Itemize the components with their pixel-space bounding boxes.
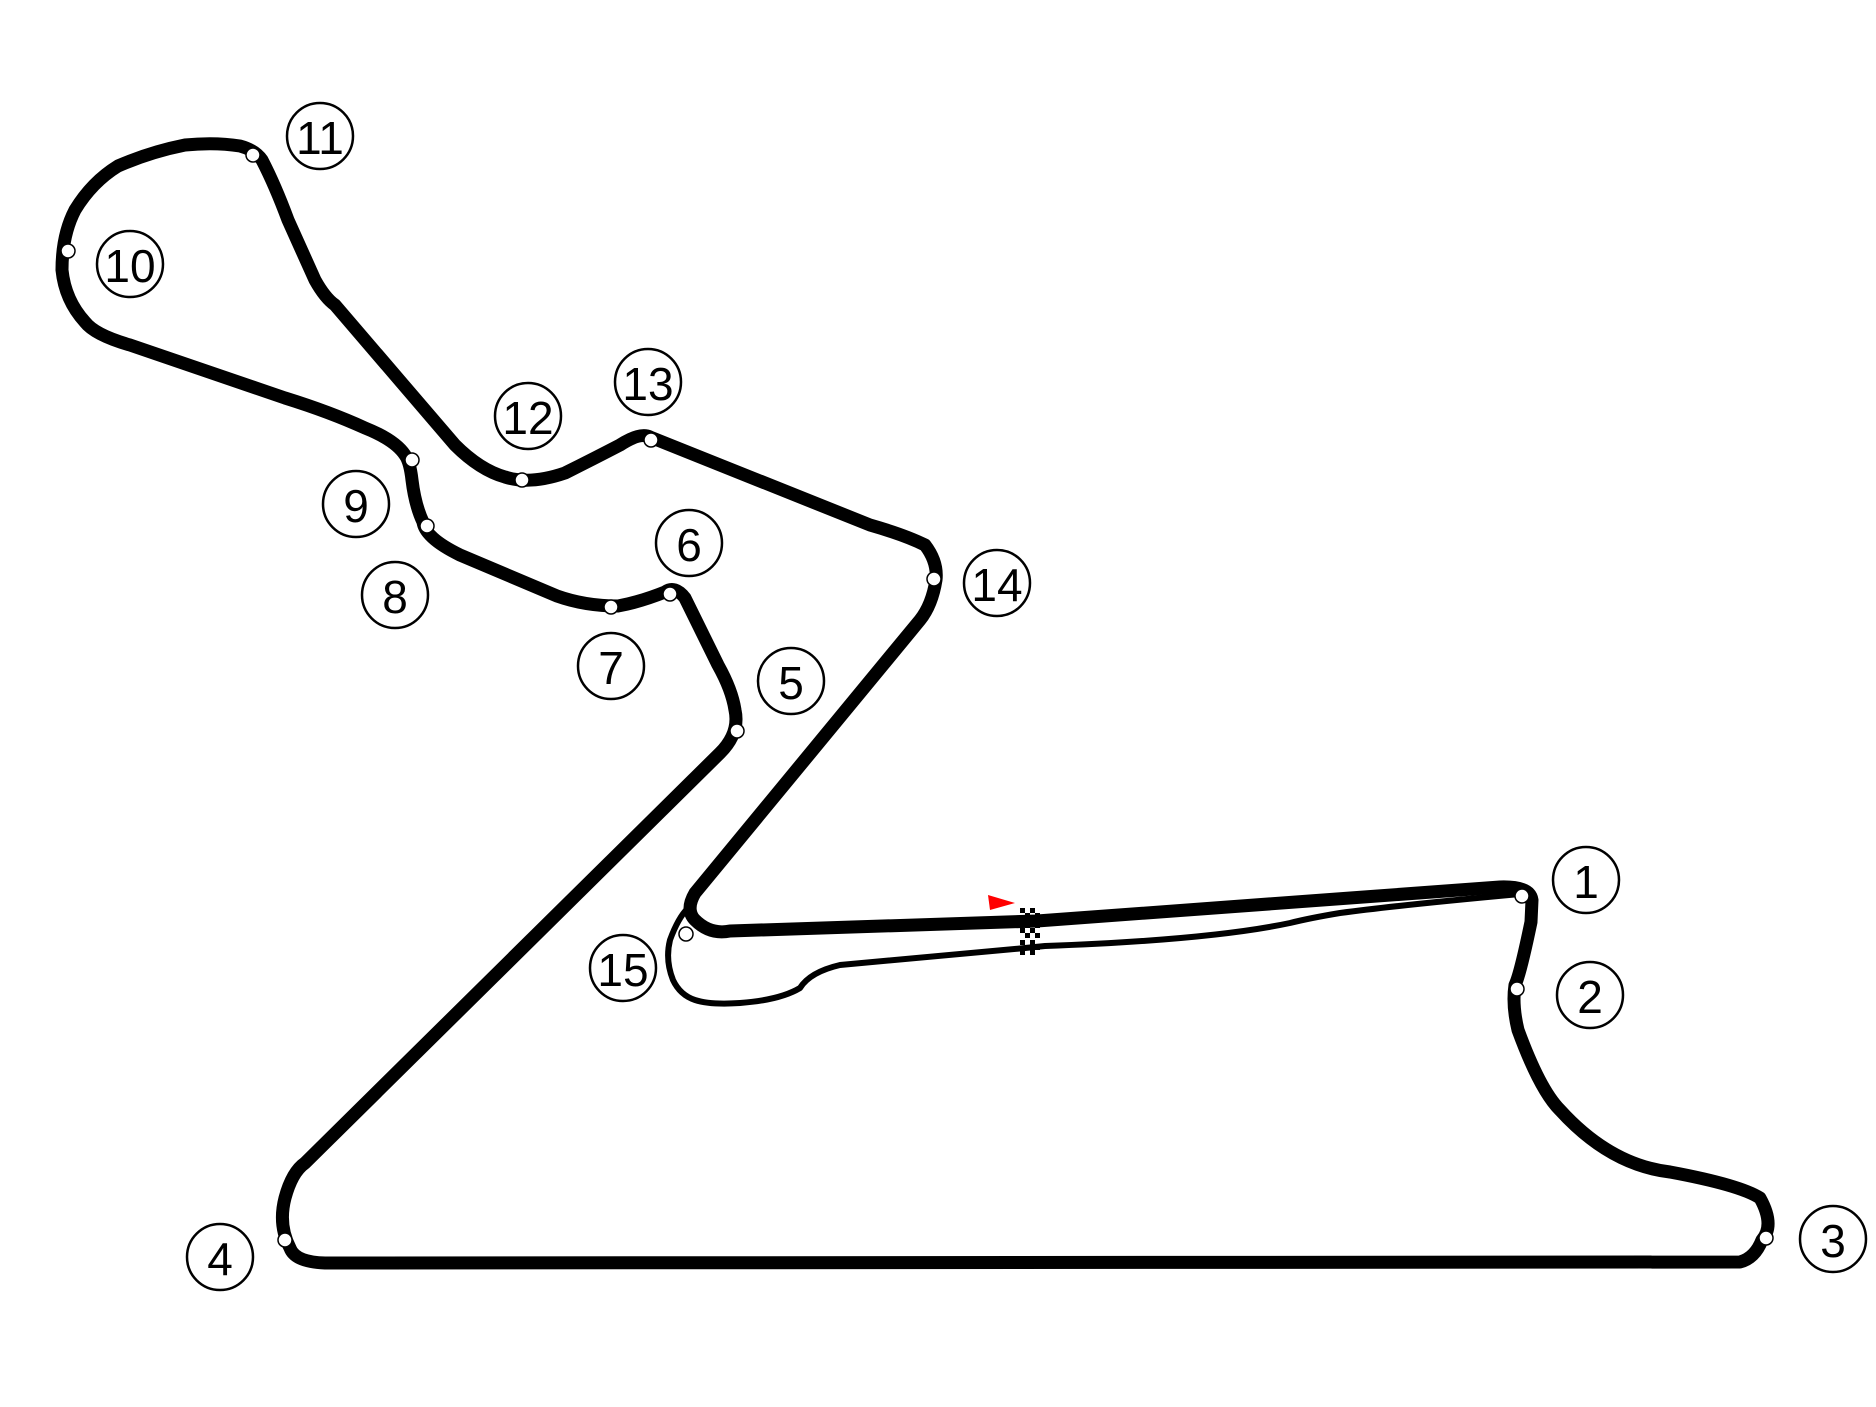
main-track	[55, 137, 1775, 1270]
corner-badge-circle	[756, 646, 826, 716]
corner-badge-circle	[1551, 845, 1621, 915]
corner-badge-circle	[1798, 1204, 1868, 1274]
corner-13-marker	[643, 432, 659, 448]
corner-5-marker	[729, 723, 745, 739]
corner-15-marker	[678, 926, 694, 942]
corner-badge-circle	[962, 548, 1032, 618]
corner-badge-circle	[654, 508, 724, 578]
corner-3-badge: 3	[1798, 1204, 1868, 1274]
corner-11-badge: 11	[285, 101, 355, 171]
corner-7-marker	[603, 599, 619, 615]
corner-number-label: 11	[296, 112, 344, 164]
track-layout	[55, 137, 1775, 1270]
corner-5-badge: 5	[756, 646, 826, 716]
corner-4-badge: 4	[185, 1222, 255, 1292]
corner-badge-circle	[493, 381, 563, 451]
corner-14-badge: 14	[962, 548, 1032, 618]
corner-8-badge: 8	[360, 560, 430, 630]
corner-badge-circle	[285, 101, 355, 171]
corner-number-label: 9	[343, 480, 369, 532]
corner-number-label: 15	[597, 944, 648, 996]
corner-number-label: 2	[1577, 971, 1603, 1023]
pit-lane	[665, 891, 1523, 1007]
corner-number-label: 14	[971, 559, 1022, 611]
corner-number-label: 1	[1573, 856, 1599, 908]
corner-number-label: 10	[104, 240, 155, 292]
corner-14-marker	[926, 571, 942, 587]
corner-2-marker	[1509, 981, 1525, 997]
corner-7-badge: 7	[576, 631, 646, 701]
corner-6-marker	[662, 586, 678, 602]
start-finish-line	[1020, 908, 1040, 955]
corner-10-marker	[60, 243, 76, 259]
corner-6-badge: 6	[654, 508, 724, 578]
corner-badge-circle	[360, 560, 430, 630]
start-direction-arrow	[988, 895, 1015, 910]
corner-badge-circle	[613, 347, 683, 417]
corner-number-label: 12	[502, 392, 553, 444]
corner-15-badge: 15	[588, 933, 658, 1003]
corner-number-label: 7	[598, 642, 624, 694]
corner-1-marker	[1514, 888, 1530, 904]
corner-badge-circle	[588, 933, 658, 1003]
corner-12-badge: 12	[493, 381, 563, 451]
corner-9-marker	[404, 452, 420, 468]
corner-number-label: 4	[207, 1233, 233, 1285]
corner-badge-circle	[576, 631, 646, 701]
corner-12-marker	[514, 472, 530, 488]
corner-number-label: 6	[676, 519, 702, 571]
corner-number-label: 8	[382, 571, 408, 623]
corner-9-badge: 9	[321, 469, 391, 539]
corner-11-marker	[245, 147, 261, 163]
corner-badge-circle	[95, 229, 165, 299]
corner-13-badge: 13	[613, 347, 683, 417]
corner-number-label: 3	[1820, 1215, 1846, 1267]
corner-1-badge: 1	[1551, 845, 1621, 915]
corner-badge-circle	[185, 1222, 255, 1292]
corner-2-badge: 2	[1555, 960, 1625, 1030]
corner-10-badge: 10	[95, 229, 165, 299]
corner-badge-circle	[321, 469, 391, 539]
corner-8-marker	[419, 518, 435, 534]
corner-3-marker	[1758, 1230, 1774, 1246]
corner-4-marker	[277, 1232, 293, 1248]
corner-number-label: 5	[778, 657, 804, 709]
corner-number-label: 13	[622, 358, 673, 410]
corner-dots	[60, 147, 1774, 1248]
corner-badge-circle	[1555, 960, 1625, 1030]
